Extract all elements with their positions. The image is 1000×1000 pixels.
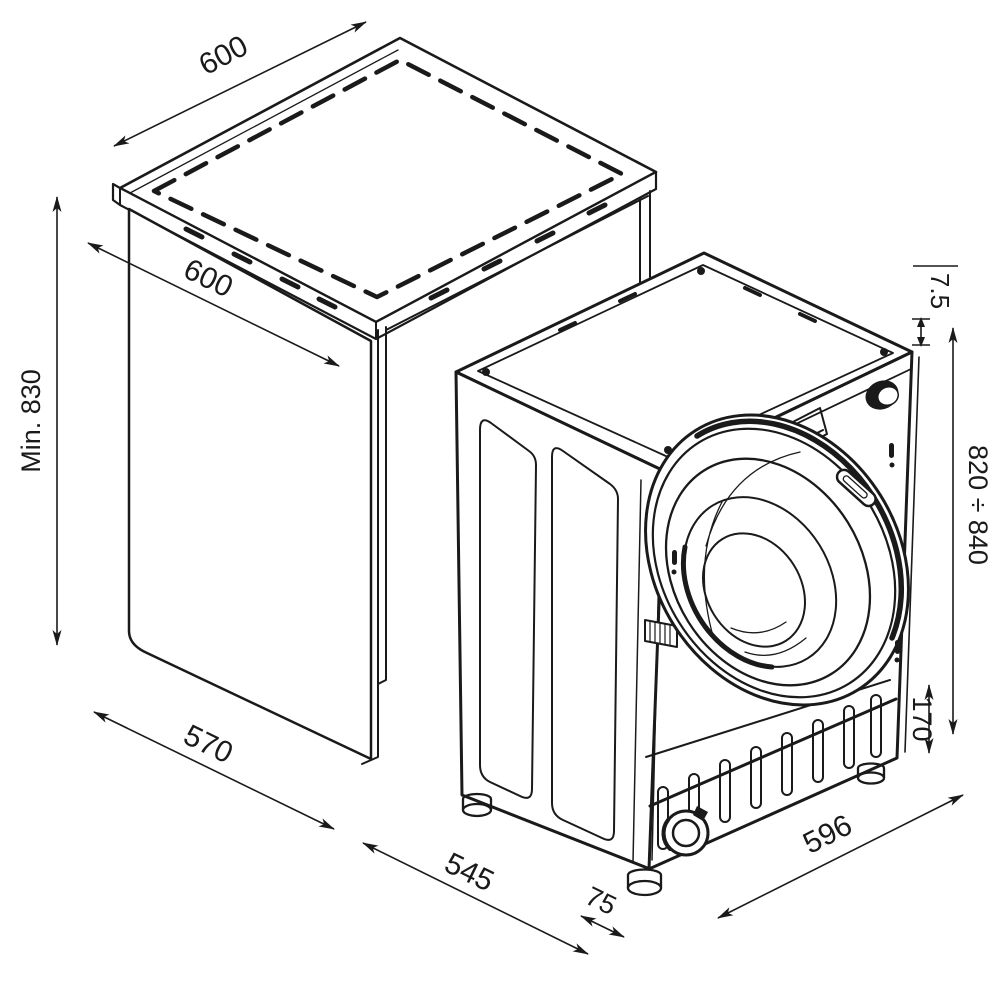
dimension-plinth-recess-height: 170 [907, 684, 937, 754]
screw-dot [889, 462, 895, 468]
top-screw [880, 348, 888, 356]
cabinet-worktop-band-seams [119, 187, 377, 340]
top-screw [697, 267, 705, 275]
dimension-label-machine-height: 820 ÷ 840 [963, 445, 993, 565]
door-glass-reflections [703, 451, 807, 656]
dimension-niche-height: Min. 830 [16, 196, 62, 646]
machine-top-screws [482, 267, 888, 454]
dimension-line [362, 842, 589, 955]
dimension-line [113, 21, 367, 147]
machine-top-lid-inset [477, 264, 894, 458]
porthole-door [644, 413, 910, 707]
front-screw-slots [671, 443, 900, 663]
filter-shading-arc [661, 818, 672, 851]
foot-right [856, 762, 886, 785]
foot-front [626, 868, 663, 897]
door-handle [835, 468, 877, 508]
foot-back-left [461, 792, 493, 818]
screw-slot [672, 550, 677, 565]
hinge-outline [644, 619, 678, 648]
screw-dot [894, 657, 900, 663]
door-glass-outer [664, 457, 872, 687]
dimension-line [87, 242, 340, 367]
machine-right-return-edge [904, 356, 920, 753]
top-screw [482, 368, 490, 376]
dimension-label-niche-height: Min. 830 [16, 369, 46, 473]
program-knob [865, 380, 899, 410]
hinge-ribs [649, 620, 671, 647]
screw-slot [895, 640, 900, 654]
foot-base [626, 879, 663, 897]
dimension-line [580, 915, 625, 938]
filter-tab [693, 806, 708, 821]
adjustable-feet [461, 762, 886, 897]
foot-base [856, 771, 886, 785]
knob-face [877, 385, 899, 407]
dimension-label-plinth-recess-height: 170 [907, 696, 937, 741]
dimension-top-clearance: 7.5 [912, 265, 958, 347]
door-rim-shading-arc [694, 418, 905, 641]
dimension-line [93, 711, 335, 830]
drain-filter-cap [661, 806, 710, 857]
machine-side-seam [632, 479, 642, 863]
machine-side-embossings [479, 419, 619, 841]
washing-machine-drawing [454, 251, 920, 897]
cabinet-right-wall-edges [361, 190, 651, 765]
screw-dot [671, 569, 677, 575]
screw-slot [889, 443, 894, 458]
machine-top-tick-marks [558, 286, 817, 332]
filter-inner-ring [671, 818, 701, 848]
clearance-arrowheads [917, 317, 925, 347]
handle-grip [842, 475, 868, 499]
dimension-machine-height: 820 ÷ 840 [948, 327, 993, 735]
door-hinge-block [644, 619, 678, 648]
door-glass-inner [702, 532, 806, 648]
door-glass-shading-arc [680, 544, 775, 670]
foot-base [461, 802, 493, 818]
dimension-line [717, 794, 964, 919]
dimension-label-top-clearance: 7.5 [925, 273, 955, 309]
